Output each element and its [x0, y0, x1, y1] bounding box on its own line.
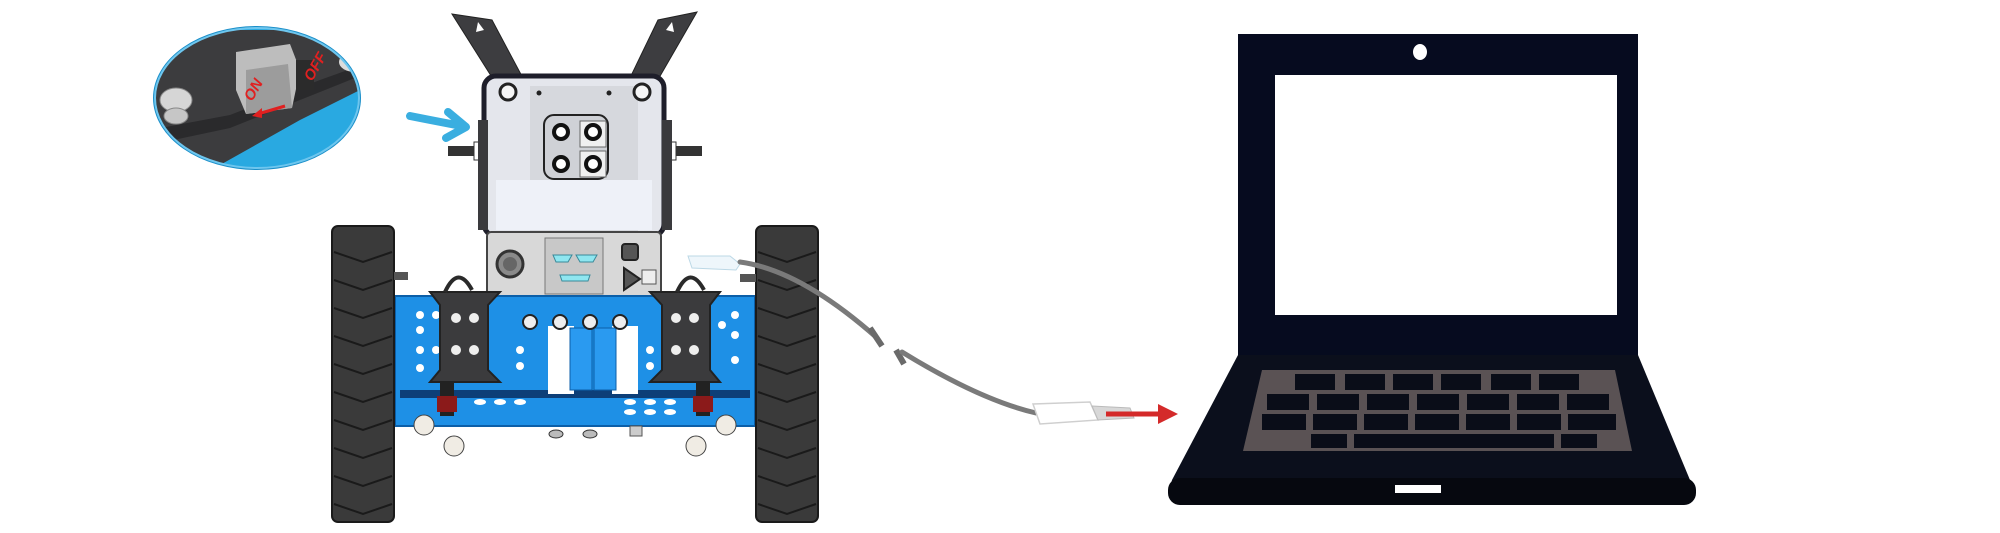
robot-motor-brackets — [427, 275, 723, 383]
usb-cable — [687, 255, 1178, 425]
robot-left-track — [331, 225, 408, 523]
power-switch-callout: ON OFF — [153, 26, 361, 170]
insert-direction-arrow-icon — [1106, 404, 1178, 424]
laptop-keyboard-keys — [1262, 374, 1616, 448]
callout-arrow-icon — [406, 108, 470, 142]
laptop-screen — [1275, 75, 1617, 315]
laptop-keyboard-deck — [1243, 370, 1632, 451]
robot-right-track — [740, 225, 819, 523]
usb-plug-robot-end — [687, 255, 741, 271]
robot — [331, 11, 819, 523]
laptop-trackpad-notch — [1395, 485, 1441, 493]
laptop-webcam-icon — [1413, 44, 1427, 60]
robot-control-board — [486, 231, 662, 301]
usb-plug-laptop-end — [1031, 401, 1100, 425]
laptop — [1168, 34, 1696, 505]
